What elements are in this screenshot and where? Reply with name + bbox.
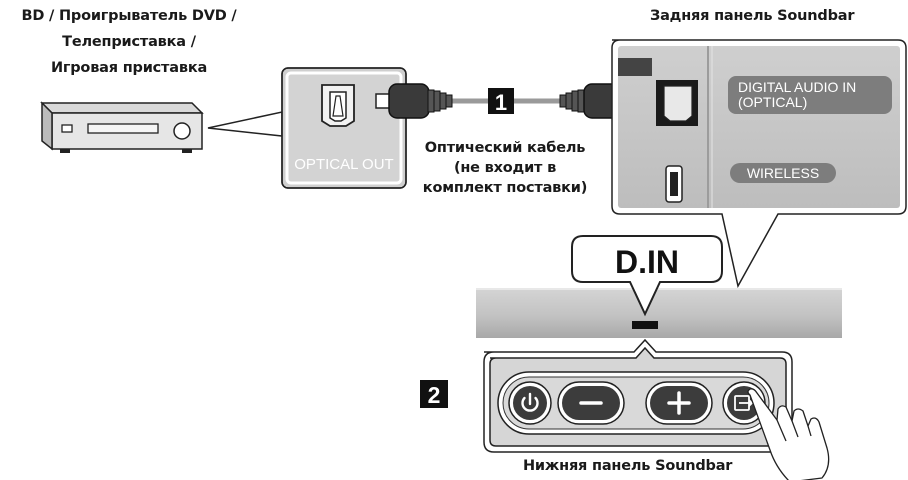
step-1-number: 1 xyxy=(495,90,507,115)
digital-audio-in-tag: DIGITAL AUDIO IN (OPTICAL) xyxy=(728,76,892,114)
hand-icon xyxy=(747,388,830,480)
cable-label-line1: Оптический кабель xyxy=(424,140,586,156)
display-text: D.IN xyxy=(615,244,679,280)
digital-audio-in-label-line2: (OPTICAL) xyxy=(738,94,807,110)
soundbar-rear-panel: DIGITAL AUDIO IN (OPTICAL) WIRELESS xyxy=(611,39,907,289)
optical-port-icon xyxy=(321,84,355,127)
source-device-label-line2: Телеприставка / xyxy=(62,34,196,50)
volume-down-button[interactable] xyxy=(557,381,625,425)
usb-port-icon xyxy=(665,165,683,203)
display-callout: D.IN xyxy=(571,235,723,317)
wireless-tag: WIRELESS xyxy=(730,163,836,183)
plus-icon xyxy=(667,391,691,415)
optical-out-callout: OPTICAL OUT xyxy=(207,67,407,189)
power-button[interactable] xyxy=(508,381,552,425)
bottom-controls-callout xyxy=(483,338,793,453)
soundbar-bottom-title: Нижняя панель Soundbar xyxy=(523,458,733,474)
source-icon xyxy=(734,395,754,411)
source-device-label: BD / Проигрыватель DVD / Телеприставка /… xyxy=(0,8,258,76)
digital-audio-in-port-icon xyxy=(656,80,698,126)
step-2-number: 2 xyxy=(428,382,441,408)
power-icon xyxy=(521,392,539,412)
optical-out-label: OPTICAL OUT xyxy=(294,156,393,173)
soundbar-body xyxy=(476,288,842,338)
cable-label: Оптический кабель (не входит в комплект … xyxy=(400,140,610,196)
wireless-label: WIRELESS xyxy=(747,165,819,181)
cable-label-line3: комплект поставки) xyxy=(422,180,588,196)
dvd-player-icon xyxy=(40,101,204,153)
step-1-badge: 1 xyxy=(488,88,514,115)
source-device-label-line3: Игровая приставка xyxy=(50,60,208,76)
digital-audio-in-label: DIGITAL AUDIO IN xyxy=(738,79,856,95)
volume-up-button[interactable] xyxy=(645,381,713,425)
step-2-badge: 2 xyxy=(420,380,448,408)
soundbar-back-title: Задняя панель Soundbar xyxy=(650,8,855,24)
source-device-label-line1: BD / Проигрыватель DVD / xyxy=(21,8,237,24)
cable-label-line2: (не входит в xyxy=(453,160,557,176)
